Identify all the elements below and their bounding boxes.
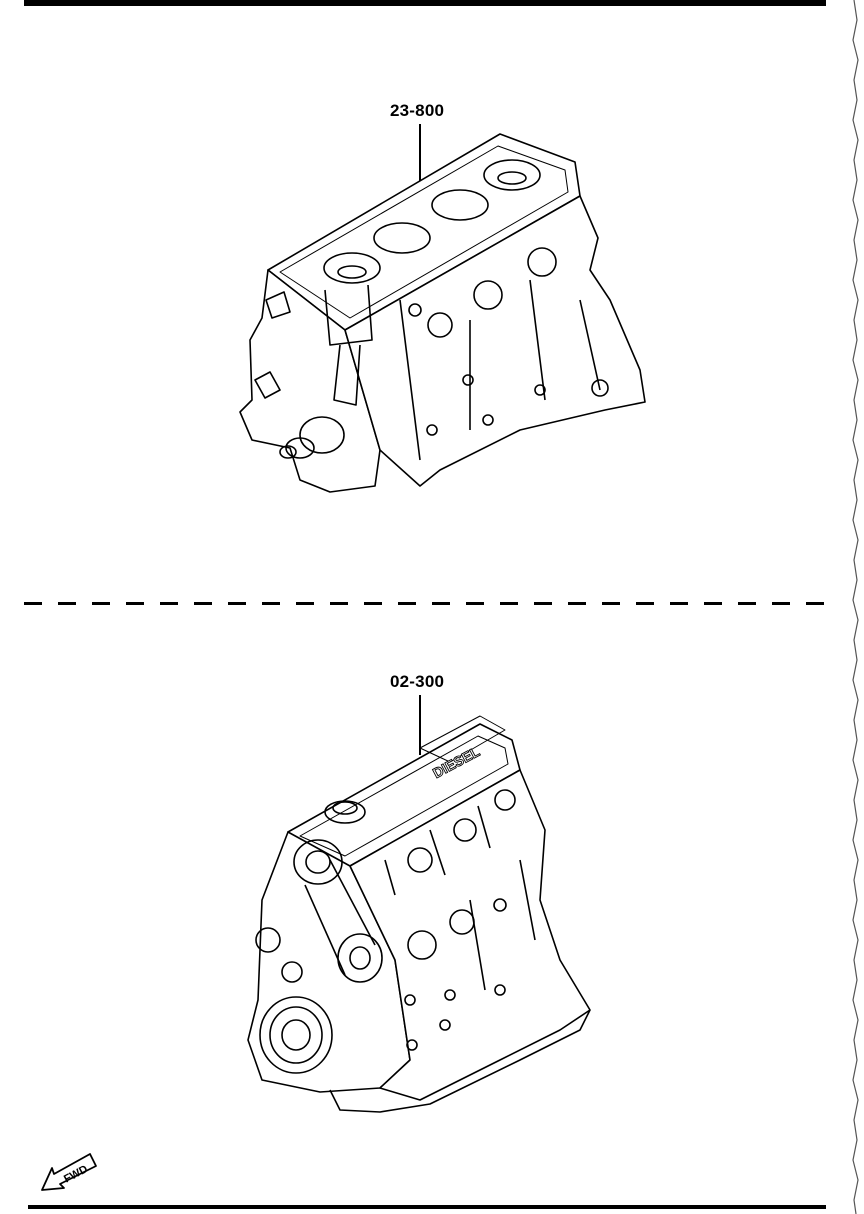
- part-label-short-block[interactable]: 23-800: [390, 101, 445, 120]
- leader-line-complete-engine: [419, 695, 421, 755]
- forward-arrow-icon: FWD: [41, 1153, 97, 1191]
- top-border-rule: [24, 0, 826, 6]
- leader-line-short-block: [419, 124, 421, 190]
- bottom-border-rule: [28, 1205, 826, 1209]
- right-edge-texture: [852, 0, 859, 1214]
- forward-direction-marker: FWD: [38, 1140, 102, 1201]
- part-label-complete-engine[interactable]: 02-300: [390, 672, 445, 691]
- section-divider: [24, 602, 824, 605]
